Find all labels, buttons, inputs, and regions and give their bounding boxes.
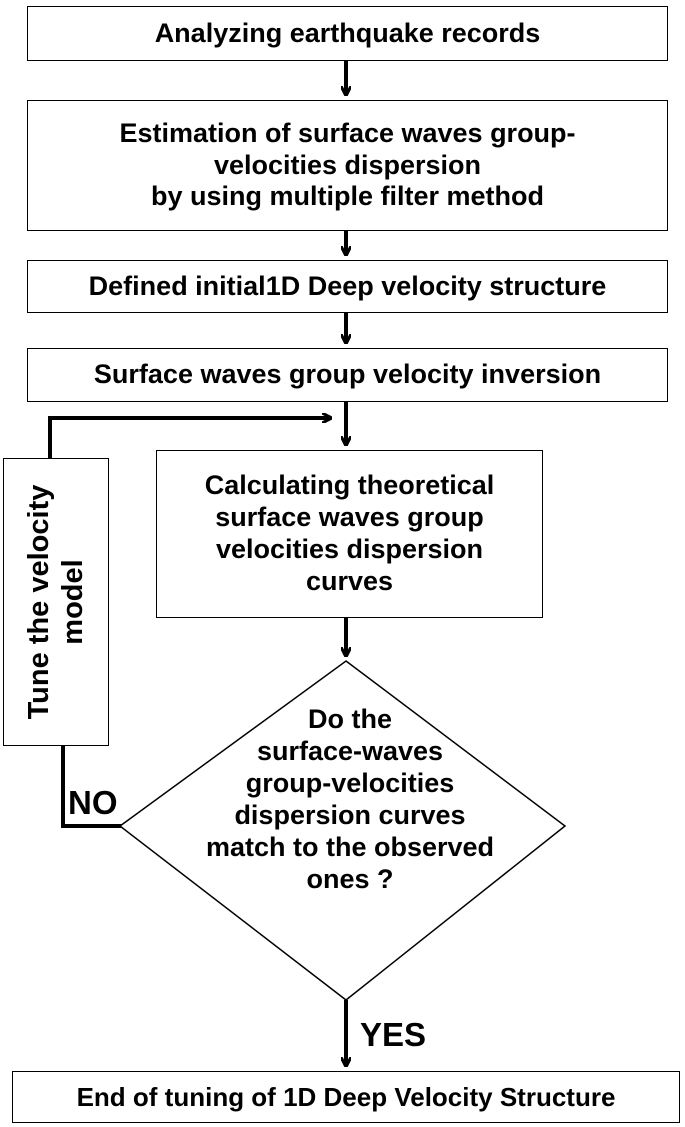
- step-estimation-dispersion: Estimation of surface waves group- veloc…: [27, 100, 668, 231]
- step-group-velocity-inversion-text: Surface waves group velocity inversion: [93, 359, 602, 390]
- step-group-velocity-inversion: Surface waves group velocity inversion: [27, 348, 668, 402]
- loop-decision-to-tune: [61, 746, 127, 828]
- step-end-tuning-text: End of tuning of 1D Deep Velocity Struct…: [76, 1081, 616, 1112]
- loop-tune-to-main-flow: [48, 418, 330, 458]
- step-initial-structure: Defined initial1D Deep velocity structur…: [27, 260, 668, 313]
- step-end-tuning: End of tuning of 1D Deep Velocity Struct…: [12, 1071, 680, 1123]
- step-calculating-theoretical-text: Calculating theoretical surface waves gr…: [204, 470, 495, 596]
- no-label: NO: [68, 784, 118, 821]
- tune-velocity-model-box: Tune the velocity model: [3, 458, 109, 746]
- yes-label: YES: [360, 1016, 427, 1053]
- step-initial-structure-text: Defined initial1D Deep velocity structur…: [88, 270, 607, 301]
- decision-diamond: [118, 660, 567, 1001]
- tune-velocity-model-text: Tune the velocity model: [22, 484, 89, 720]
- step-estimation-dispersion-text: Estimation of surface waves group- veloc…: [119, 117, 576, 212]
- step-calculating-theoretical: Calculating theoretical surface waves gr…: [156, 450, 543, 618]
- step-analyzing-records: Analyzing earthquake records: [27, 6, 668, 61]
- step-analyzing-records-text: Analyzing earthquake records: [154, 17, 541, 48]
- decision-question: Do the surface-waves group-velocities di…: [205, 704, 495, 894]
